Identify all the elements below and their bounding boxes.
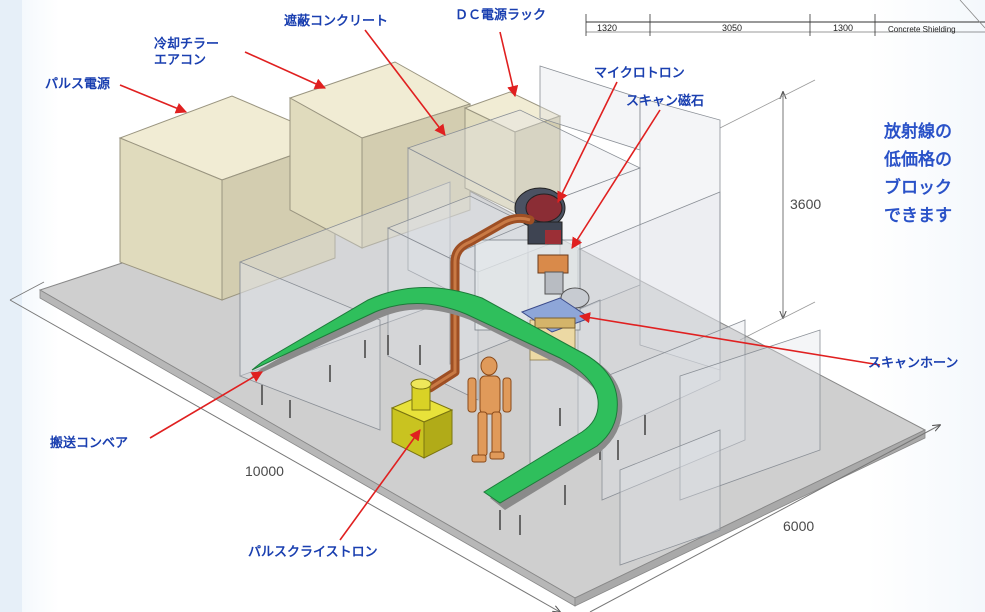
left-edge-band [0, 0, 22, 612]
label-shield-concrete: 遮蔽コンクリート [284, 14, 389, 29]
side-text-line-2: 低価格の [884, 150, 952, 170]
scale-note: Concrete Shielding [888, 25, 956, 34]
label-aircon: エアコン [154, 53, 207, 68]
conveyor-belt [250, 287, 646, 535]
label-klystron: パルスクライストロン [248, 545, 378, 560]
label-scan-horn: スキャンホーン [868, 356, 959, 371]
copper-waveguide-highlight [429, 216, 531, 390]
scale-seg-2: 3050 [722, 23, 743, 33]
scan-magnet [537, 254, 590, 309]
label-dc-rack: ＤＣ電源ラック [455, 8, 547, 23]
dimension-height: 3600 [790, 196, 822, 212]
scale-seg-3: 1300 [833, 23, 854, 33]
callout-arrows [119, 29, 881, 541]
label-microtron: マイクロトロン [594, 66, 685, 81]
label-pulse-power: パルス電源 [45, 77, 111, 92]
label-scan-magnet: スキャン磁石 [626, 94, 705, 109]
dimension-width: 6000 [783, 518, 815, 534]
dimension-length: 10000 [245, 463, 284, 479]
side-text-line-3: ブロック [884, 178, 952, 198]
label-chiller: 冷却チラー [154, 37, 220, 52]
label-conveyor: 搬送コンベア [50, 436, 129, 451]
scale-bar [585, 0, 985, 36]
human-figure [467, 356, 512, 463]
side-description-text: 放射線の 低価格の ブロック できます [884, 118, 952, 230]
pulse-klystron [390, 378, 454, 459]
scale-seg-1: 1320 [597, 23, 618, 33]
side-text-line-1: 放射線の [884, 122, 952, 142]
dimension-lines [9, 79, 940, 612]
chiller-unit [288, 61, 472, 249]
side-text-line-4: できます [884, 206, 952, 226]
microtron [514, 187, 566, 245]
